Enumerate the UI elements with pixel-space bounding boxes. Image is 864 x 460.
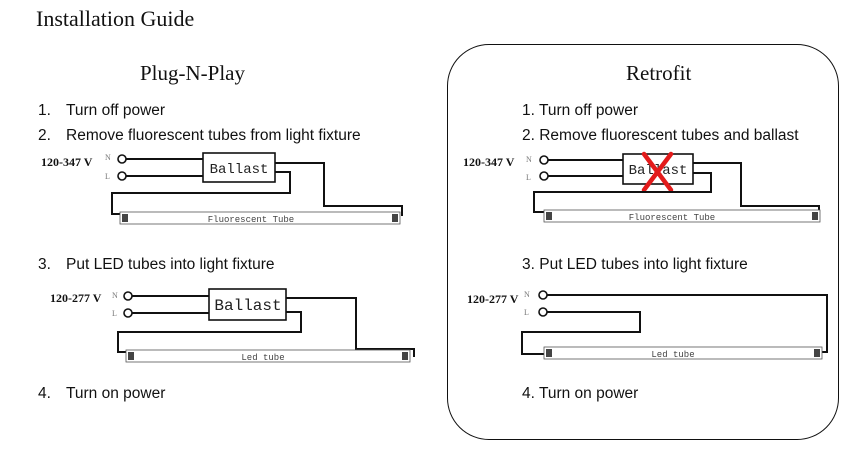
tube-label: Fluorescent Tube	[629, 213, 715, 223]
step-number: 1.	[38, 102, 51, 119]
tube-label: Led tube	[241, 353, 284, 363]
line-terminal	[538, 307, 548, 317]
line-terminal	[123, 308, 133, 318]
pnp-led-wiring-diagram: 120-277 V N L Ballast Led tube	[50, 288, 415, 363]
neutral-label: N	[526, 155, 532, 164]
wire	[533, 172, 712, 213]
retrofit-panel	[447, 44, 839, 440]
tube-end-cap	[546, 212, 552, 220]
retrofit-led-wiring-diagram: 120-277 V N L Led tube	[467, 290, 828, 360]
retrofit-step-3: 3. Put LED tubes into light fixture	[522, 256, 748, 273]
wire	[111, 171, 291, 215]
step-number: 3.	[38, 256, 51, 273]
neutral-terminal	[539, 155, 549, 165]
tube-end-cap	[814, 349, 820, 357]
line-label: L	[526, 173, 531, 182]
neutral-label: N	[105, 153, 111, 162]
line-label: L	[524, 308, 529, 317]
retrofit-step-1: 1. Turn off power	[522, 102, 639, 119]
wire	[547, 294, 828, 353]
ballast-box	[202, 152, 276, 183]
voltage-label: 120-347 V	[463, 155, 515, 169]
wire	[275, 162, 403, 216]
neutral-terminal	[123, 291, 133, 301]
voltage-label: 120-277 V	[467, 292, 519, 306]
line-label: L	[112, 309, 117, 318]
led-tube	[125, 349, 411, 363]
neutral-terminal	[538, 290, 548, 300]
retrofit-step-2: 2. Remove fluorescent tubes and ballast	[522, 127, 799, 144]
wire	[693, 162, 820, 214]
removed-x-mark	[641, 151, 674, 193]
step-number: 4.	[38, 385, 51, 402]
pnp-step-3: 3. Put LED tubes into light fixture	[38, 256, 275, 274]
led-tube	[543, 346, 823, 360]
plug-n-play-heading: Plug-N-Play	[140, 61, 245, 85]
fluorescent-tube	[543, 209, 821, 223]
tube-end-cap	[122, 214, 128, 222]
retrofit-fluorescent-wiring-diagram: 120-347 V N L Ballast Fluorescent Tube	[463, 151, 821, 223]
retrofit-heading: Retrofit	[626, 61, 692, 85]
wire	[286, 297, 415, 357]
voltage-label: 120-277 V	[50, 291, 102, 305]
ballast-label: Ballast	[210, 162, 269, 178]
line-label: L	[105, 172, 110, 181]
tube-end-cap	[812, 212, 818, 220]
neutral-label: N	[524, 290, 530, 299]
tube-label: Led tube	[651, 350, 694, 360]
step-text: Put LED tubes into light fixture	[66, 256, 275, 273]
line-terminal	[117, 171, 127, 181]
step-number: 2.	[38, 127, 51, 144]
neutral-label: N	[112, 291, 118, 300]
tube-end-cap	[392, 214, 398, 222]
neutral-terminal	[117, 154, 127, 164]
tube-label: Fluorescent Tube	[208, 215, 294, 225]
retrofit-step-4: 4. Turn on power	[522, 385, 639, 402]
line-terminal	[539, 171, 549, 181]
tube-end-cap	[128, 352, 134, 360]
pnp-step-4: 4. Turn on power	[38, 385, 165, 403]
tube-end-cap	[402, 352, 408, 360]
ballast-box	[208, 288, 287, 321]
ballast-label: Ballast	[214, 297, 281, 315]
fluorescent-tube	[119, 211, 401, 225]
voltage-label: 120-347 V	[41, 155, 93, 169]
pnp-fluorescent-wiring-diagram: 120-347 V N L Ballast Fluorescent Tube	[41, 152, 403, 225]
pnp-step-2: 2. Remove fluorescent tubes from light fi…	[38, 127, 361, 145]
pnp-step-1: 1. Turn off power	[38, 102, 165, 120]
step-text: Remove fluorescent tubes from light fixt…	[66, 127, 361, 144]
wire	[521, 311, 641, 355]
step-text: Turn off power	[66, 102, 166, 119]
page-title: Installation Guide	[36, 6, 195, 31]
tube-end-cap	[546, 349, 552, 357]
wire	[117, 311, 302, 353]
step-text: Turn on power	[66, 385, 166, 402]
